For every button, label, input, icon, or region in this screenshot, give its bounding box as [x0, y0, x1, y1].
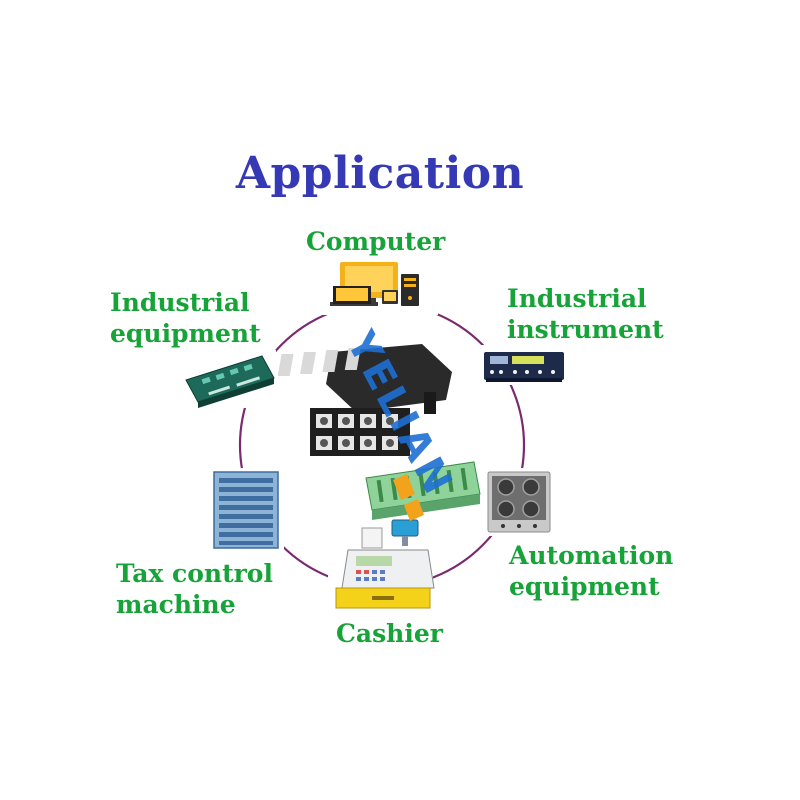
circuit-board-icon — [185, 355, 275, 408]
tax-control-machine-icon — [213, 471, 279, 549]
label-tax-control-machine: Tax control machine — [116, 559, 273, 619]
computer-icon — [330, 262, 419, 306]
label-computer: Computer — [306, 227, 446, 256]
page-title: Application — [235, 148, 525, 199]
industrial-instrument-icon — [484, 352, 564, 382]
automation-equipment-icon — [487, 471, 551, 533]
terminal-block-icon — [277, 344, 481, 520]
label-industrial-instrument: Industrial instrument — [507, 284, 664, 344]
brand-watermark-accent — [393, 474, 415, 500]
label-automation-equipment: Automation equipment — [509, 541, 674, 601]
label-industrial-equipment: Industrial equipment — [110, 288, 261, 348]
cash-register-icon — [335, 519, 435, 609]
label-cashier: Cashier — [336, 619, 443, 648]
